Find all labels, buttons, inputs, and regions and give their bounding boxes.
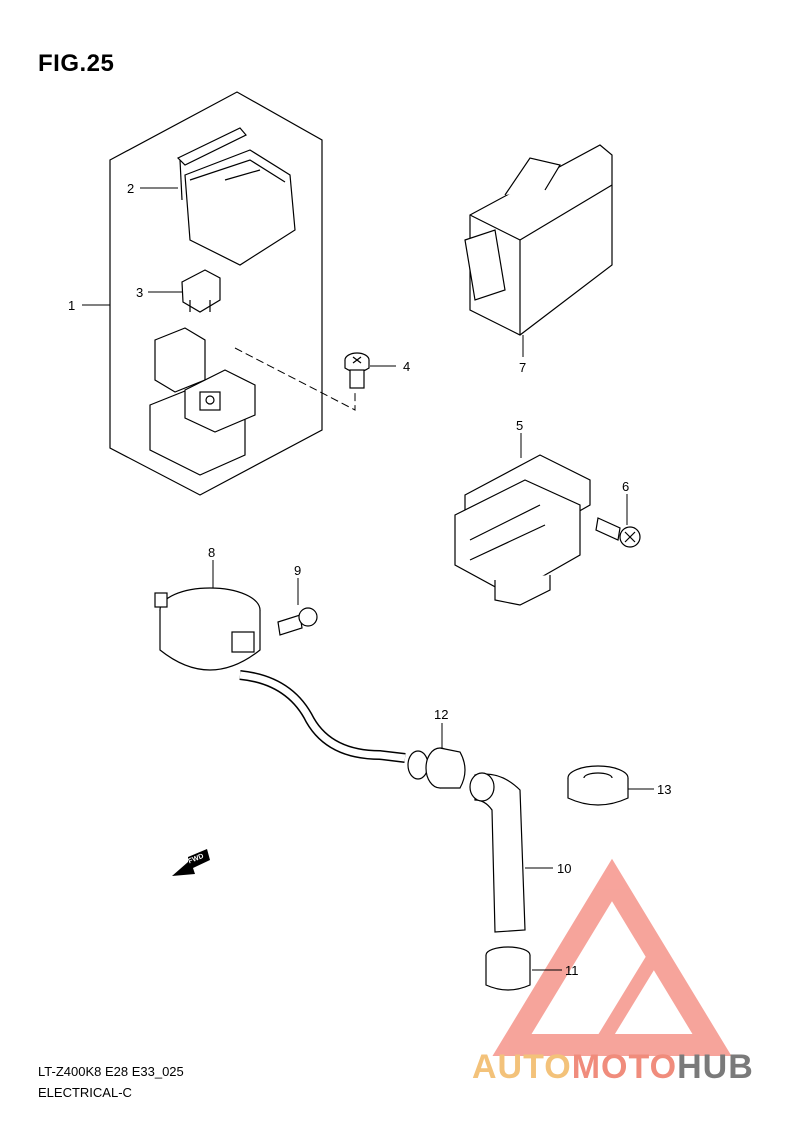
callout-4: 4	[403, 359, 410, 374]
watermark-logo-icon	[492, 858, 732, 1056]
callout-10: 10	[557, 861, 571, 876]
figure-title: FIG.25	[38, 50, 115, 77]
boot-11-part	[485, 946, 531, 991]
callout-3: 3	[136, 285, 143, 300]
watermark-part-1: AUTO	[472, 1048, 572, 1086]
watermark-text: AUTOMOTOHUB	[472, 1048, 754, 1087]
watermark-part-3: HUB	[677, 1048, 754, 1086]
relay-assembly-box	[109, 91, 323, 496]
ignition-coil-part	[154, 587, 406, 763]
regulator-part	[454, 454, 591, 606]
relay-cover-part	[176, 127, 296, 266]
callout-8: 8	[208, 545, 215, 560]
grommet-13-part	[567, 765, 629, 806]
callout-6: 6	[622, 479, 629, 494]
plug-cap-part	[469, 772, 526, 933]
seal-12-part	[407, 747, 466, 789]
relay-base-part	[149, 327, 256, 476]
callout-11: 11	[565, 963, 579, 978]
watermark-part-2: MOTO	[571, 1048, 678, 1086]
fuse-part	[181, 269, 221, 313]
bolt-6-part	[595, 517, 641, 548]
callout-1: 1	[68, 298, 75, 313]
callout-9: 9	[294, 563, 301, 578]
control-unit-part	[464, 144, 613, 336]
leader-lines	[82, 187, 654, 971]
callout-5: 5	[516, 418, 523, 433]
callout-7: 7	[519, 360, 526, 375]
dashed-leader	[234, 347, 356, 411]
section-name: ELECTRICAL-C	[38, 1085, 132, 1100]
callout-13: 13	[657, 782, 671, 797]
callout-12: 12	[434, 707, 448, 722]
callout-2: 2	[127, 181, 134, 196]
bolt-9-part	[277, 607, 318, 636]
fwd-arrow-icon: FWD	[172, 849, 210, 876]
bolt-4-part	[344, 352, 370, 389]
model-code: LT-Z400K8 E28 E33_025	[38, 1064, 184, 1079]
